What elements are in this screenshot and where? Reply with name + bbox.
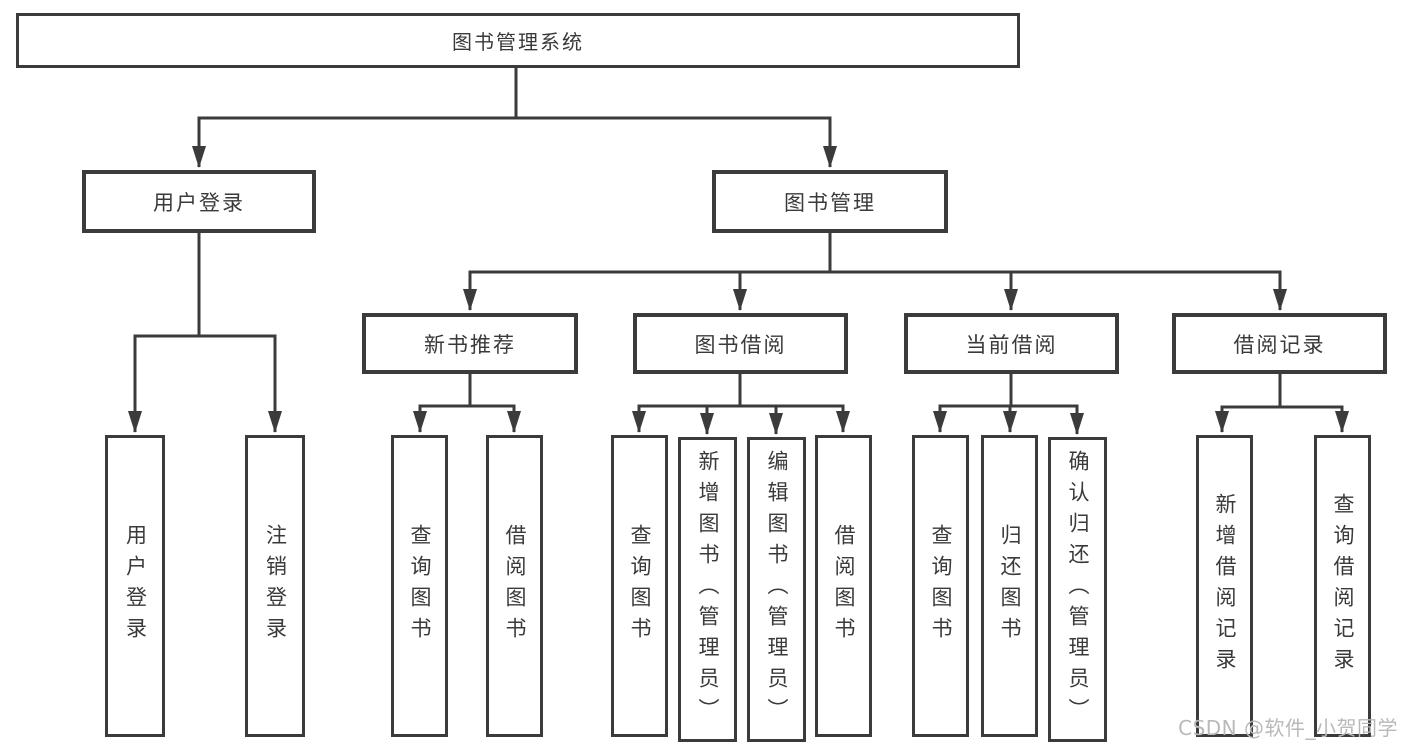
node-label: 新增图书（管理员）	[696, 450, 720, 729]
node-label: 查询图书	[628, 524, 652, 648]
node-borrowing-records: 借阅记录	[1172, 313, 1387, 374]
node-label: 查询图书	[929, 524, 953, 648]
node-book-borrowing: 图书借阅	[633, 313, 848, 374]
node-label: 新增借阅记录	[1213, 493, 1237, 679]
node-label: 新书推荐	[424, 332, 516, 357]
node-user-login-leaf: 用户登录	[105, 435, 165, 737]
node-query-books: 查询图书	[391, 435, 448, 737]
node-logout: 注销登录	[245, 435, 305, 737]
node-query-books: 查询图书	[912, 435, 969, 737]
node-label: 图书管理系统	[452, 30, 584, 54]
node-user-login: 用户登录	[82, 170, 316, 233]
node-label: 借阅记录	[1233, 332, 1326, 357]
node-current-borrowing: 当前借阅	[904, 313, 1119, 374]
node-label: 当前借阅	[965, 332, 1058, 357]
node-borrow-books: 借阅图书	[815, 435, 872, 737]
node-add-borrow-record: 新增借阅记录	[1196, 435, 1253, 737]
node-label: 查询图书	[408, 524, 432, 648]
node-label: 注销登录	[263, 524, 288, 648]
node-label: 归还图书	[998, 524, 1022, 648]
node-confirm-return-admin: 确认归还（管理员）	[1048, 437, 1107, 742]
node-label: 确认归还（管理员）	[1066, 450, 1090, 729]
node-label: 用户登录	[153, 190, 245, 215]
node-return-books: 归还图书	[981, 435, 1038, 737]
node-library-management-system: 图书管理系统	[16, 13, 1020, 68]
node-edit-books-admin: 编辑图书（管理员）	[747, 437, 806, 742]
node-add-books-admin: 新增图书（管理员）	[678, 437, 737, 742]
node-label: 借阅图书	[503, 524, 527, 648]
node-book-management: 图书管理	[712, 170, 948, 233]
node-label: 借阅图书	[832, 524, 856, 648]
node-label: 图书管理	[784, 190, 876, 215]
node-borrow-books: 借阅图书	[486, 435, 543, 737]
node-new-book-recommendation: 新书推荐	[362, 313, 578, 374]
node-label: 图书借阅	[694, 332, 787, 357]
node-query-borrow-record: 查询借阅记录	[1314, 435, 1371, 737]
watermark: CSDN @软件_小贺同学	[1178, 716, 1398, 740]
node-label: 查询借阅记录	[1331, 493, 1355, 679]
node-query-books: 查询图书	[611, 435, 668, 737]
node-label: 编辑图书（管理员）	[765, 450, 789, 729]
node-label: 用户登录	[123, 524, 148, 648]
